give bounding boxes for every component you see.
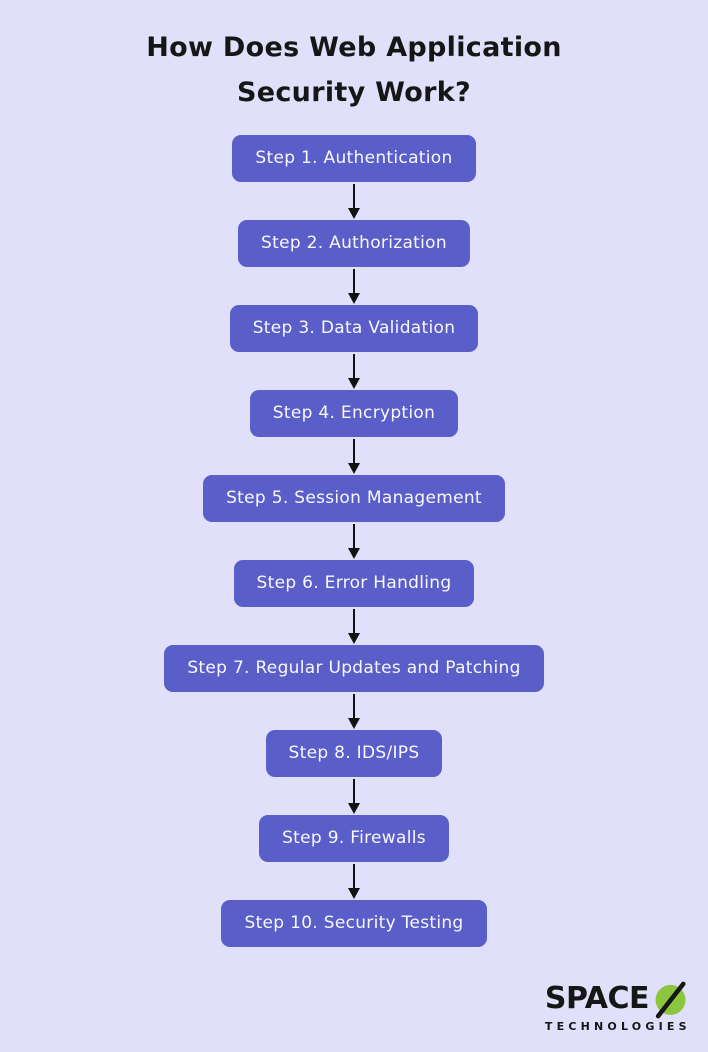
step-label: Step 4. Encryption <box>272 403 436 423</box>
step-label: Step 2. Authorization <box>261 233 447 253</box>
step-label: Step 9. Firewalls <box>282 828 426 848</box>
step-box-9: Step 9. Firewalls <box>259 815 449 862</box>
step-box-3: Step 3. Data Validation <box>229 305 479 352</box>
slashed-o-logo-icon <box>655 981 686 1019</box>
down-arrow-icon <box>348 522 360 560</box>
step-label: Step 8. IDS/IPS <box>288 743 420 763</box>
step-box-2: Step 2. Authorization <box>238 220 470 267</box>
step-box-5: Step 5. Session Management <box>203 475 505 522</box>
step-label: Step 7. Regular Updates and Patching <box>187 658 521 678</box>
step-label: Step 1. Authentication <box>255 148 453 168</box>
page-title-line-1: How Does Web Application <box>146 32 562 63</box>
brand-logo: SPACE TECHNOLOGIES <box>544 979 691 1034</box>
step-label: Step 5. Session Management <box>226 488 482 508</box>
down-arrow-icon <box>348 607 360 645</box>
down-arrow-icon <box>348 267 360 305</box>
step-box-6: Step 6. Error Handling <box>233 560 475 607</box>
step-label: Step 6. Error Handling <box>256 573 452 593</box>
down-arrow-icon <box>348 862 360 900</box>
step-label: Step 10. Security Testing <box>244 913 464 933</box>
step-box-10: Step 10. Security Testing <box>221 900 487 947</box>
down-arrow-icon <box>348 777 360 815</box>
step-box-1: Step 1. Authentication <box>232 135 476 182</box>
step-label: Step 3. Data Validation <box>252 318 456 338</box>
brand-name: SPACE <box>544 981 650 1016</box>
down-arrow-icon <box>348 692 360 730</box>
page-title: How Does Web Application Security Work? <box>0 0 708 115</box>
down-arrow-icon <box>348 352 360 390</box>
down-arrow-icon <box>348 437 360 475</box>
down-arrow-icon <box>348 182 360 220</box>
step-box-7: Step 7. Regular Updates and Patching <box>164 645 544 692</box>
step-box-8: Step 8. IDS/IPS <box>265 730 443 777</box>
flowchart: Step 1. Authentication Step 2. Authoriza… <box>0 135 708 947</box>
step-box-4: Step 4. Encryption <box>249 390 459 437</box>
brand-row: SPACE <box>545 979 691 1019</box>
brand-subtitle: TECHNOLOGIES <box>544 1020 691 1033</box>
page-title-line-2: Security Work? <box>237 77 471 108</box>
